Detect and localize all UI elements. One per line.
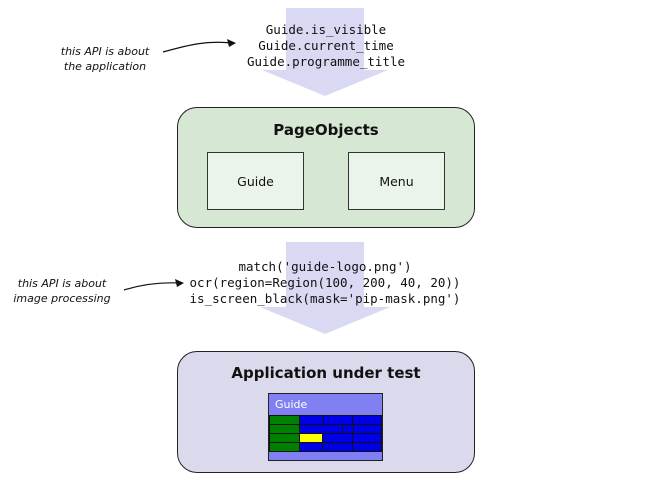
programme-cell: [322, 442, 353, 452]
note-pointer-bottom-head: [175, 279, 184, 287]
application-api-list: Guide.is_visible Guide.current_time Guid…: [200, 22, 452, 70]
application-under-test-box: Application under test Guide: [177, 351, 475, 473]
page-objects-title: PageObjects: [273, 121, 379, 139]
note-line: this API is about: [17, 277, 107, 290]
screen-header: Guide: [269, 394, 382, 415]
note-line: image processing: [13, 292, 111, 305]
image-processing-api-note: this API is about image processing: [2, 276, 122, 306]
application-api-note: this API is about the application: [40, 44, 170, 74]
programme-cell: [299, 442, 323, 452]
note-pointer-top: [162, 41, 233, 53]
note-pointer-bottom: [123, 282, 181, 291]
note-line: the application: [63, 60, 147, 73]
api-line: Guide.current_time: [258, 38, 394, 53]
api-line: Guide.programme_title: [246, 54, 406, 69]
api-line: ocr(region=Region(100, 200, 40, 20)): [189, 275, 461, 290]
guide-page-object: Guide: [207, 152, 304, 210]
page-objects-box: PageObjects Guide Menu: [177, 107, 475, 228]
screen-footer: [269, 452, 382, 460]
menu-page-object: Menu: [348, 152, 445, 210]
application-under-test-title: Application under test: [231, 364, 421, 382]
down-arrow-bottom: [260, 242, 390, 334]
programme-cell: [352, 442, 382, 452]
api-line: is_screen_black(mask='pip-mask.png'): [189, 291, 461, 306]
down-arrow-top: [262, 8, 388, 96]
note-pointer-top-head: [227, 39, 236, 47]
api-line: Guide.is_visible: [265, 22, 387, 37]
channel-cell: [269, 442, 300, 452]
note-line: this API is about: [60, 45, 150, 58]
api-line: match('guide-logo.png'): [238, 259, 412, 274]
image-processing-api-list: match('guide-logo.png') ocr(region=Regio…: [170, 259, 480, 307]
tv-guide-screen: Guide: [268, 393, 383, 461]
